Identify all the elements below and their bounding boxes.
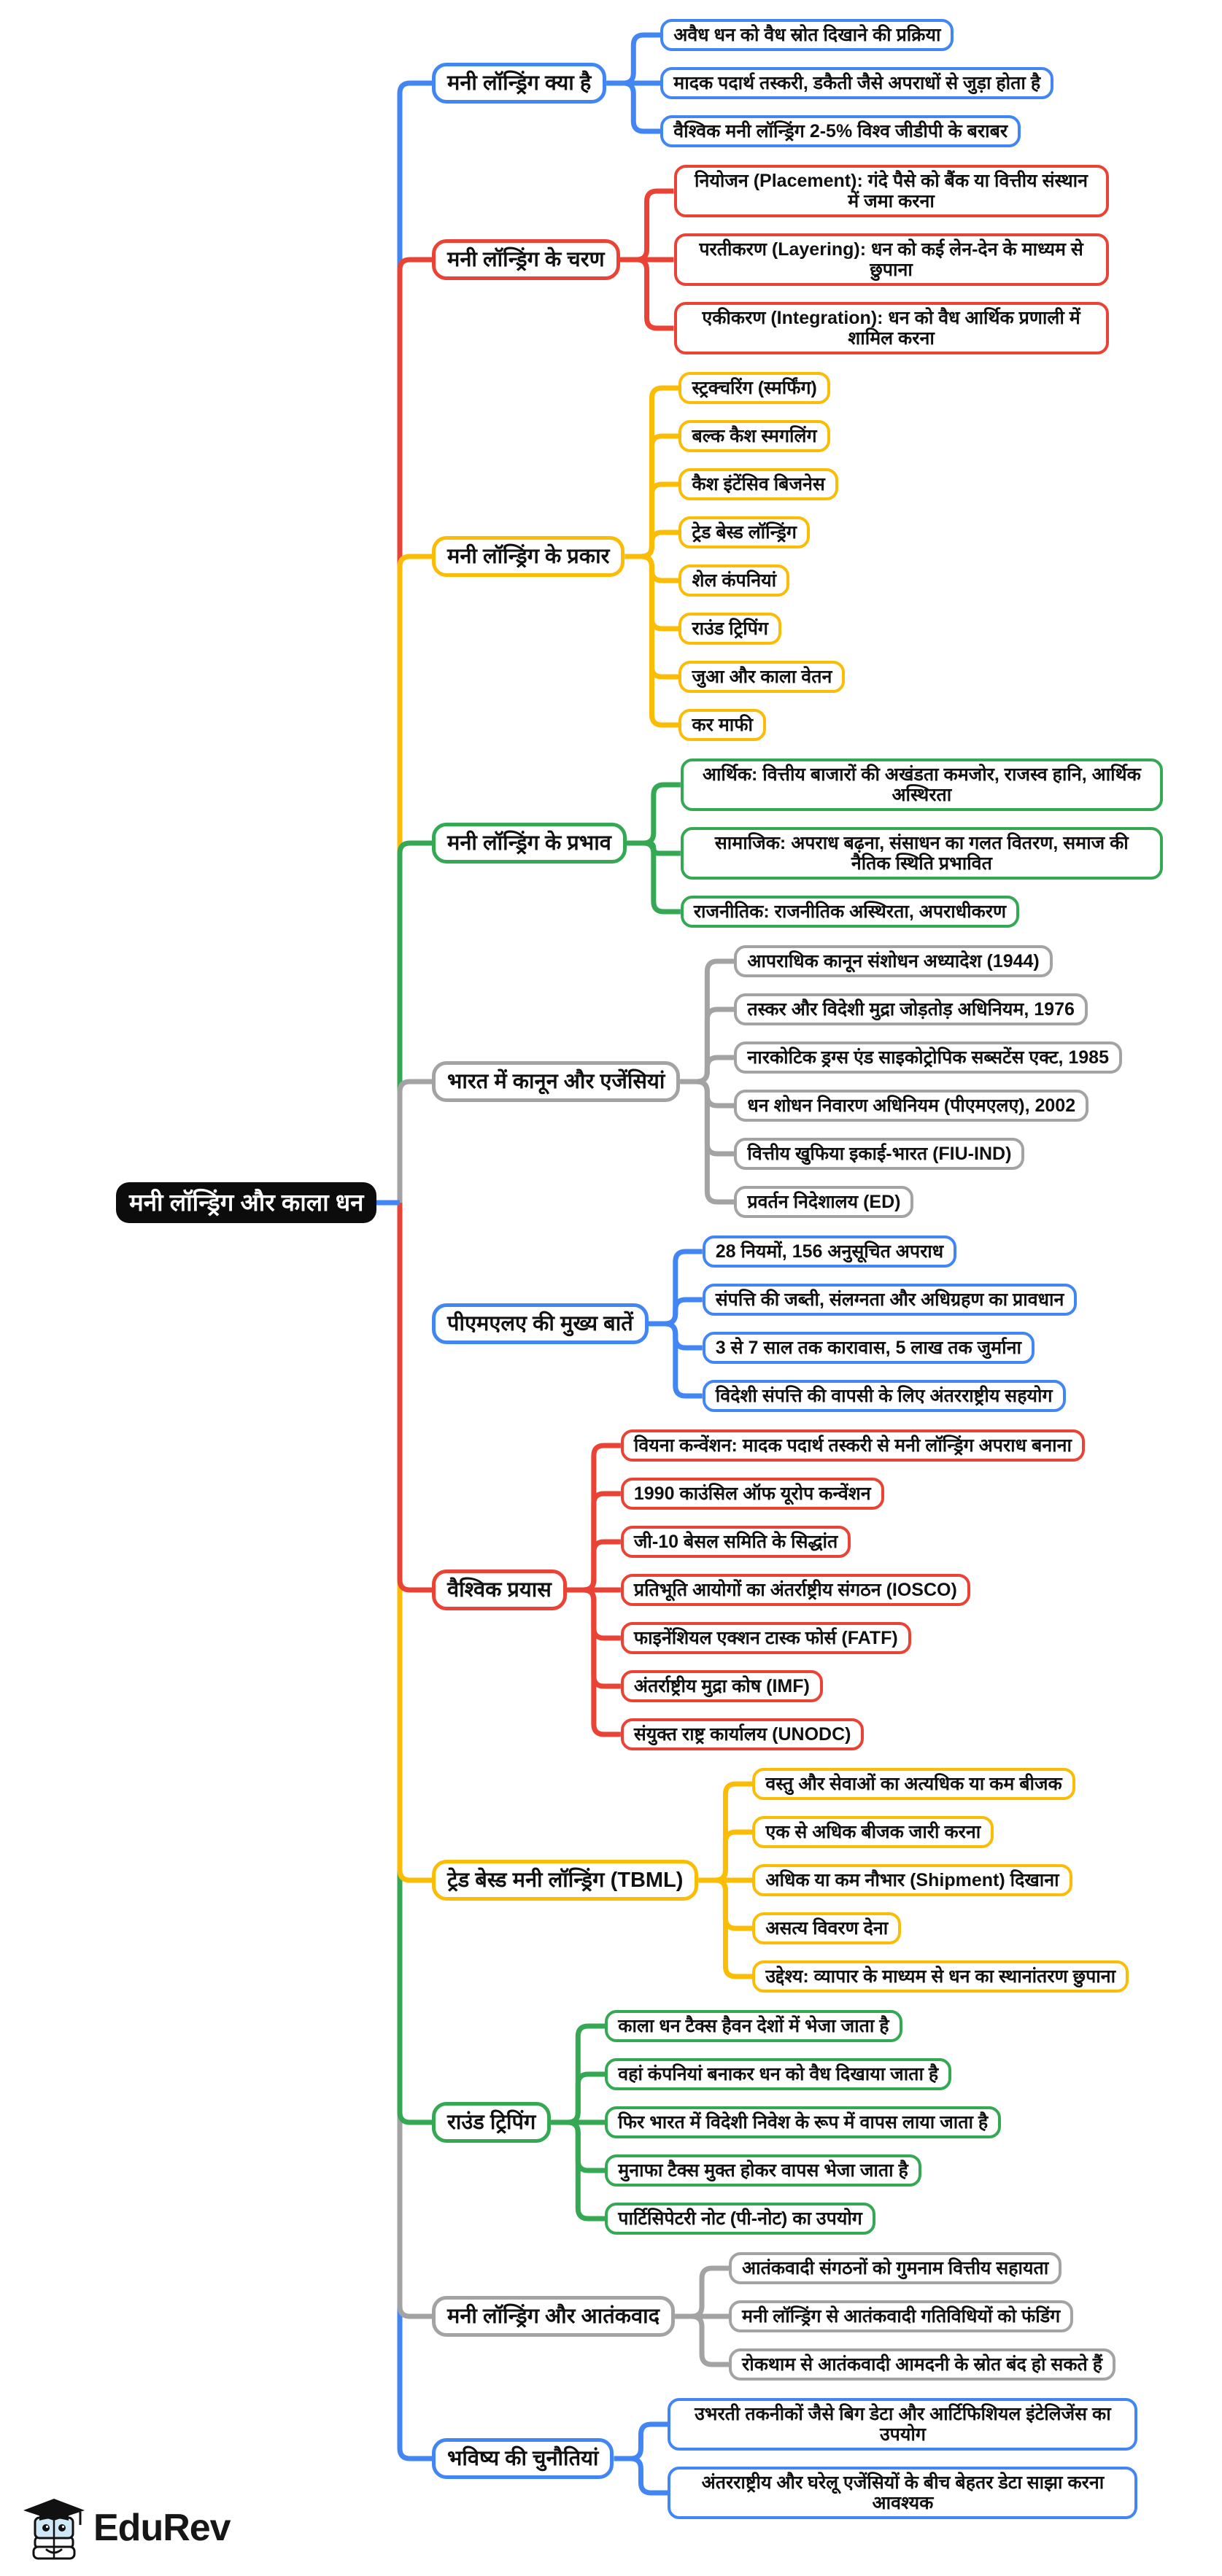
leaf-node: सामाजिक: अपराध बढ़ना, संसाधन का गलत वितर… xyxy=(680,827,1163,880)
leaf-node: प्रतिभूति आयोगों का अंतर्राष्ट्रीय संगठन… xyxy=(620,1574,970,1606)
leaf-node: रोकथाम से आतंकवादी आमदनी के स्रोत बंद हो… xyxy=(729,2348,1115,2381)
edurev-mascot-icon xyxy=(23,2499,85,2560)
branch-header: मनी लॉन्ड्रिंग के प्रकार xyxy=(432,536,625,577)
leaf-node: उद्देश्य: व्यापार के माध्यम से धन का स्थ… xyxy=(752,1960,1129,1993)
branch-children: वियना कन्वेंशन: मादक पदार्थ तस्करी से मन… xyxy=(620,1429,1085,1750)
branch-children: स्ट्रक्चरिंग (स्मर्फिंग) बल्क कैश स्मगलि… xyxy=(678,372,846,741)
branch-header: राउंड ट्रिपिंग xyxy=(432,2102,552,2143)
leaf-node: वियना कन्वेंशन: मादक पदार्थ तस्करी से मन… xyxy=(620,1429,1085,1462)
leaf-node: अंतरराष्ट्रीय और घरेलू एजेंसियों के बीच … xyxy=(668,2467,1138,2519)
branch-children: आतंकवादी संगठनों को गुमनाम वित्तीय सहायत… xyxy=(729,2252,1115,2381)
branch-stages: मनी लॉन्ड्रिंग के चरण नियोजन (Placement)… xyxy=(432,165,1222,354)
leaf-node: फाइनेंशियल एक्शन टास्क फोर्स (FATF) xyxy=(620,1622,911,1654)
branch-header: मनी लॉन्ड्रिंग के चरण xyxy=(432,239,620,280)
leaf-node: एकीकरण (Integration): धन को वैध आर्थिक प… xyxy=(673,302,1109,354)
branch-children: वस्तु और सेवाओं का अत्यधिक या कम बीजक एक… xyxy=(752,1768,1129,1993)
branch-header: पीएमएलए की मुख्य बातें xyxy=(432,1303,649,1344)
leaf-node: विदेशी संपत्ति की वापसी के लिए अंतरराष्ट… xyxy=(702,1380,1066,1412)
leaf-node: असत्य विवरण देना xyxy=(752,1912,902,1944)
branch-tbml: ट्रेड बेस्ड मनी लॉन्ड्रिंग (TBML) वस्तु … xyxy=(432,1768,1222,1993)
branch-header: मनी लॉन्ड्रिंग क्या है xyxy=(432,63,607,104)
branch-children: उभरती तकनीकों जैसे बिग डेटा और आर्टिफिशि… xyxy=(668,2398,1138,2519)
branch-global-efforts: वैश्विक प्रयास वियना कन्वेंशन: मादक पदार… xyxy=(432,1429,1222,1750)
leaf-node: जुआ और काला वेतन xyxy=(678,661,846,693)
branch-round-tripping: राउंड ट्रिपिंग काला धन टैक्स हैवन देशों … xyxy=(432,2010,1222,2235)
leaf-node: प्रवर्तन निदेशालय (ED) xyxy=(734,1186,914,1218)
branch-header: मनी लॉन्ड्रिंग के प्रभाव xyxy=(432,823,627,864)
leaf-node: शेल कंपनियां xyxy=(678,565,790,597)
branch-children: अवैध धन को वैध स्रोत दिखाने की प्रक्रिया… xyxy=(660,19,1054,147)
leaf-node: फिर भारत में विदेशी निवेश के रूप में वाप… xyxy=(605,2106,1002,2138)
leaf-node: राजनीतिक: राजनीतिक अस्थिरता, अपराधीकरण xyxy=(680,896,1020,928)
branch-pmla-key-points: पीएमएलए की मुख्य बातें 28 नियमों, 156 अन… xyxy=(432,1235,1222,1412)
edurev-logo[interactable]: EduRev xyxy=(22,2494,231,2561)
leaf-node: तस्कर और विदेशी मुद्रा जोड़तोड़ अधिनियम,… xyxy=(734,993,1088,1025)
branch-header: वैश्विक प्रयास xyxy=(432,1570,567,1610)
leaf-node: मादक पदार्थ तस्करी, डकैती जैसे अपराधों स… xyxy=(660,67,1054,99)
leaf-node: पार्टिसिपेटरी नोट (पी-नोट) का उपयोग xyxy=(605,2203,875,2235)
branch-future-challenges: भविष्य की चुनौतियां उभरती तकनीकों जैसे ब… xyxy=(432,2398,1222,2519)
leaf-node: आर्थिक: वित्तीय बाजारों की अखंडता कमजोर,… xyxy=(680,759,1163,811)
leaf-node: उभरती तकनीकों जैसे बिग डेटा और आर्टिफिशि… xyxy=(668,2398,1138,2451)
leaf-node: संयुक्त राष्ट्र कार्यालय (UNODC) xyxy=(620,1718,865,1750)
leaf-node: कर माफी xyxy=(678,709,766,741)
leaf-node: अधिक या कम नौभार (Shipment) दिखाना xyxy=(752,1864,1072,1896)
leaf-node: परतीकरण (Layering): धन को कई लेन-देन के … xyxy=(673,233,1109,286)
leaf-node: वित्तीय खुफिया इकाई-भारत (FIU-IND) xyxy=(734,1138,1025,1170)
leaf-node: आपराधिक कानून संशोधन अध्यादेश (1944) xyxy=(734,945,1053,977)
branch-children: आपराधिक कानून संशोधन अध्यादेश (1944) तस्… xyxy=(734,945,1122,1218)
leaf-node: वैश्विक मनी लॉन्ड्रिंग 2-5% विश्व जीडीपी… xyxy=(660,115,1021,147)
branch-types: मनी लॉन्ड्रिंग के प्रकार स्ट्रक्चरिंग (स… xyxy=(432,372,1222,741)
leaf-node: ट्रेड बेस्ड लॉन्ड्रिंग xyxy=(678,516,810,548)
branch-header: ट्रेड बेस्ड मनी लॉन्ड्रिंग (TBML) xyxy=(432,1860,699,1901)
leaf-node: स्ट्रक्चरिंग (स्मर्फिंग) xyxy=(678,372,830,404)
leaf-node: 28 नियमों, 156 अनुसूचित अपराध xyxy=(702,1235,957,1268)
leaf-node: कैश इंटेंसिव बिजनेस xyxy=(678,468,838,500)
branch-india-laws-agencies: भारत में कानून और एजेंसियां आपराधिक कानू… xyxy=(432,945,1222,1218)
leaf-node: जी-10 बेसल समिति के सिद्धांत xyxy=(620,1526,851,1558)
leaf-node: संपत्ति की जब्ती, संलग्नता और अधिग्रहण क… xyxy=(702,1284,1078,1316)
branch-children: नियोजन (Placement): गंदे पैसे को बैंक या… xyxy=(673,165,1109,354)
leaf-node: एक से अधिक बीजक जारी करना xyxy=(752,1816,994,1848)
leaf-node: नारकोटिक ड्रग्स एंड साइकोट्रोपिक सब्सटें… xyxy=(734,1041,1122,1074)
leaf-node: वस्तु और सेवाओं का अत्यधिक या कम बीजक xyxy=(752,1768,1075,1800)
branch-children: 28 नियमों, 156 अनुसूचित अपराध संपत्ति की… xyxy=(702,1235,1078,1412)
branch-what-is-money-laundering: मनी लॉन्ड्रिंग क्या है अवैध धन को वैध स्… xyxy=(432,19,1222,147)
leaf-node: 1990 काउंसिल ऑफ यूरोप कन्वेंशन xyxy=(620,1478,884,1510)
leaf-node: आतंकवादी संगठनों को गुमनाम वित्तीय सहायत… xyxy=(729,2252,1062,2284)
branch-header: भारत में कानून और एजेंसियां xyxy=(432,1061,681,1102)
leaf-node: अवैध धन को वैध स्रोत दिखाने की प्रक्रिया xyxy=(660,19,954,51)
leaf-node: 3 से 7 साल तक कारावास, 5 लाख तक जुर्माना xyxy=(702,1332,1035,1364)
branch-effects: मनी लॉन्ड्रिंग के प्रभाव आर्थिक: वित्तीय… xyxy=(432,759,1222,928)
branch-header: भविष्य की चुनौतियां xyxy=(432,2438,614,2479)
central-topic-node: मनी लॉन्ड्रिंग और काला धन xyxy=(116,1182,377,1223)
leaf-node: धन शोधन निवारण अधिनियम (पीएमएलए), 2002 xyxy=(734,1090,1089,1122)
branch-header: मनी लॉन्ड्रिंग और आतंकवाद xyxy=(432,2296,676,2337)
branch-children: आर्थिक: वित्तीय बाजारों की अखंडता कमजोर,… xyxy=(680,759,1163,928)
leaf-node: नियोजन (Placement): गंदे पैसे को बैंक या… xyxy=(673,165,1109,217)
branch-children: काला धन टैक्स हैवन देशों में भेजा जाता ह… xyxy=(605,2010,1002,2235)
leaf-node: मनी लॉन्ड्रिंग से आतंकवादी गतिविधियों को… xyxy=(729,2300,1074,2332)
leaf-node: बल्क कैश स्मगलिंग xyxy=(678,420,830,452)
branch-ml-and-terrorism: मनी लॉन्ड्रिंग और आतंकवाद आतंकवादी संगठन… xyxy=(432,2252,1222,2381)
leaf-node: काला धन टैक्स हैवन देशों में भेजा जाता ह… xyxy=(605,2010,902,2042)
leaf-node: वहां कंपनियां बनाकर धन को वैध दिखाया जात… xyxy=(605,2058,952,2090)
leaf-node: अंतर्राष्ट्रीय मुद्रा कोष (IMF) xyxy=(620,1670,823,1702)
leaf-node: मुनाफा टैक्स मुक्त होकर वापस भेजा जाता ह… xyxy=(605,2154,921,2187)
edurev-logo-text: EduRev xyxy=(93,2507,231,2549)
leaf-node: राउंड ट्रिपिंग xyxy=(678,613,781,645)
